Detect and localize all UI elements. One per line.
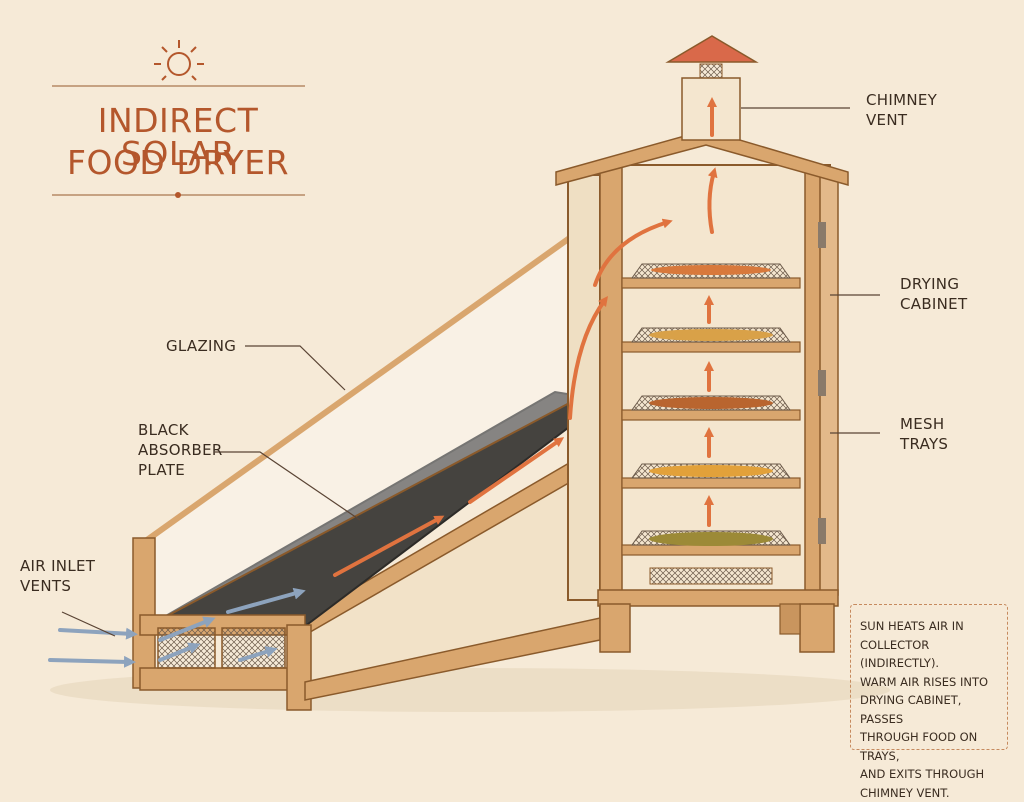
collector-base-beam [140,668,310,690]
label-chimney-vent-line1: CHIMNEY [866,90,937,110]
tray-1 [622,264,800,288]
inlet-vent-right [222,628,285,668]
cabinet-leg-left [600,604,630,652]
label-chimney-vent-line2: VENT [866,110,937,130]
collector-front-post-left [133,538,155,688]
title-rule-dot [175,192,181,198]
label-mesh-trays-line2: TRAYS [900,434,948,454]
tray-2 [622,328,800,352]
label-absorber-line2: ABSORBER [138,440,223,460]
cabinet-leg-right [800,604,834,652]
cabinet-hinge-bottom [818,518,826,544]
label-air-inlet-line2: VENTS [20,576,95,596]
diagram-title-line2: FOOD DRYER [48,146,308,179]
cabinet-leg-back [780,604,800,634]
label-absorber-line3: PLATE [138,460,223,480]
label-air-inlet: AIR INLET VENTS [20,556,95,596]
label-absorber: BLACK ABSORBER PLATE [138,420,223,480]
chimney-vent-mesh [700,64,722,78]
cabinet-floor-vent [650,568,772,584]
note-line: CHIMNEY VENT. [860,784,1001,802]
label-chimney-vent: CHIMNEY VENT [866,90,937,130]
note-line: WARM AIR RISES INTO [860,673,1001,692]
leader-glazing [245,346,345,390]
cabinet-left-post [600,165,622,595]
label-drying-cabinet: DRYING CABINET [900,274,967,314]
explanation-note: SUN HEATS AIR IN COLLECTOR (INDIRECTLY).… [850,604,1008,750]
tray-3 [622,396,800,420]
note-line: SUN HEATS AIR IN [860,617,1001,636]
cabinet-hinge-middle [818,370,826,396]
tray-4 [622,464,800,488]
label-mesh-trays-line1: MESH [900,414,948,434]
note-line: COLLECTOR (INDIRECTLY). [860,636,1001,673]
label-drying-cabinet-line1: DRYING [900,274,967,294]
sun-icon [154,40,204,80]
cabinet-hinge-top [818,222,826,248]
note-line: DRYING CABINET, PASSES [860,691,1001,728]
label-drying-cabinet-line2: CABINET [900,294,967,314]
label-glazing: GLAZING [166,336,236,356]
note-line: THROUGH FOOD ON TRAYS, [860,728,1001,765]
chimney-cap [668,36,756,62]
label-air-inlet-line1: AIR INLET [20,556,95,576]
label-absorber-line1: BLACK [138,420,223,440]
label-glazing-line1: GLAZING [166,336,236,356]
label-mesh-trays: MESH TRAYS [900,414,948,454]
tray-5 [622,531,800,555]
